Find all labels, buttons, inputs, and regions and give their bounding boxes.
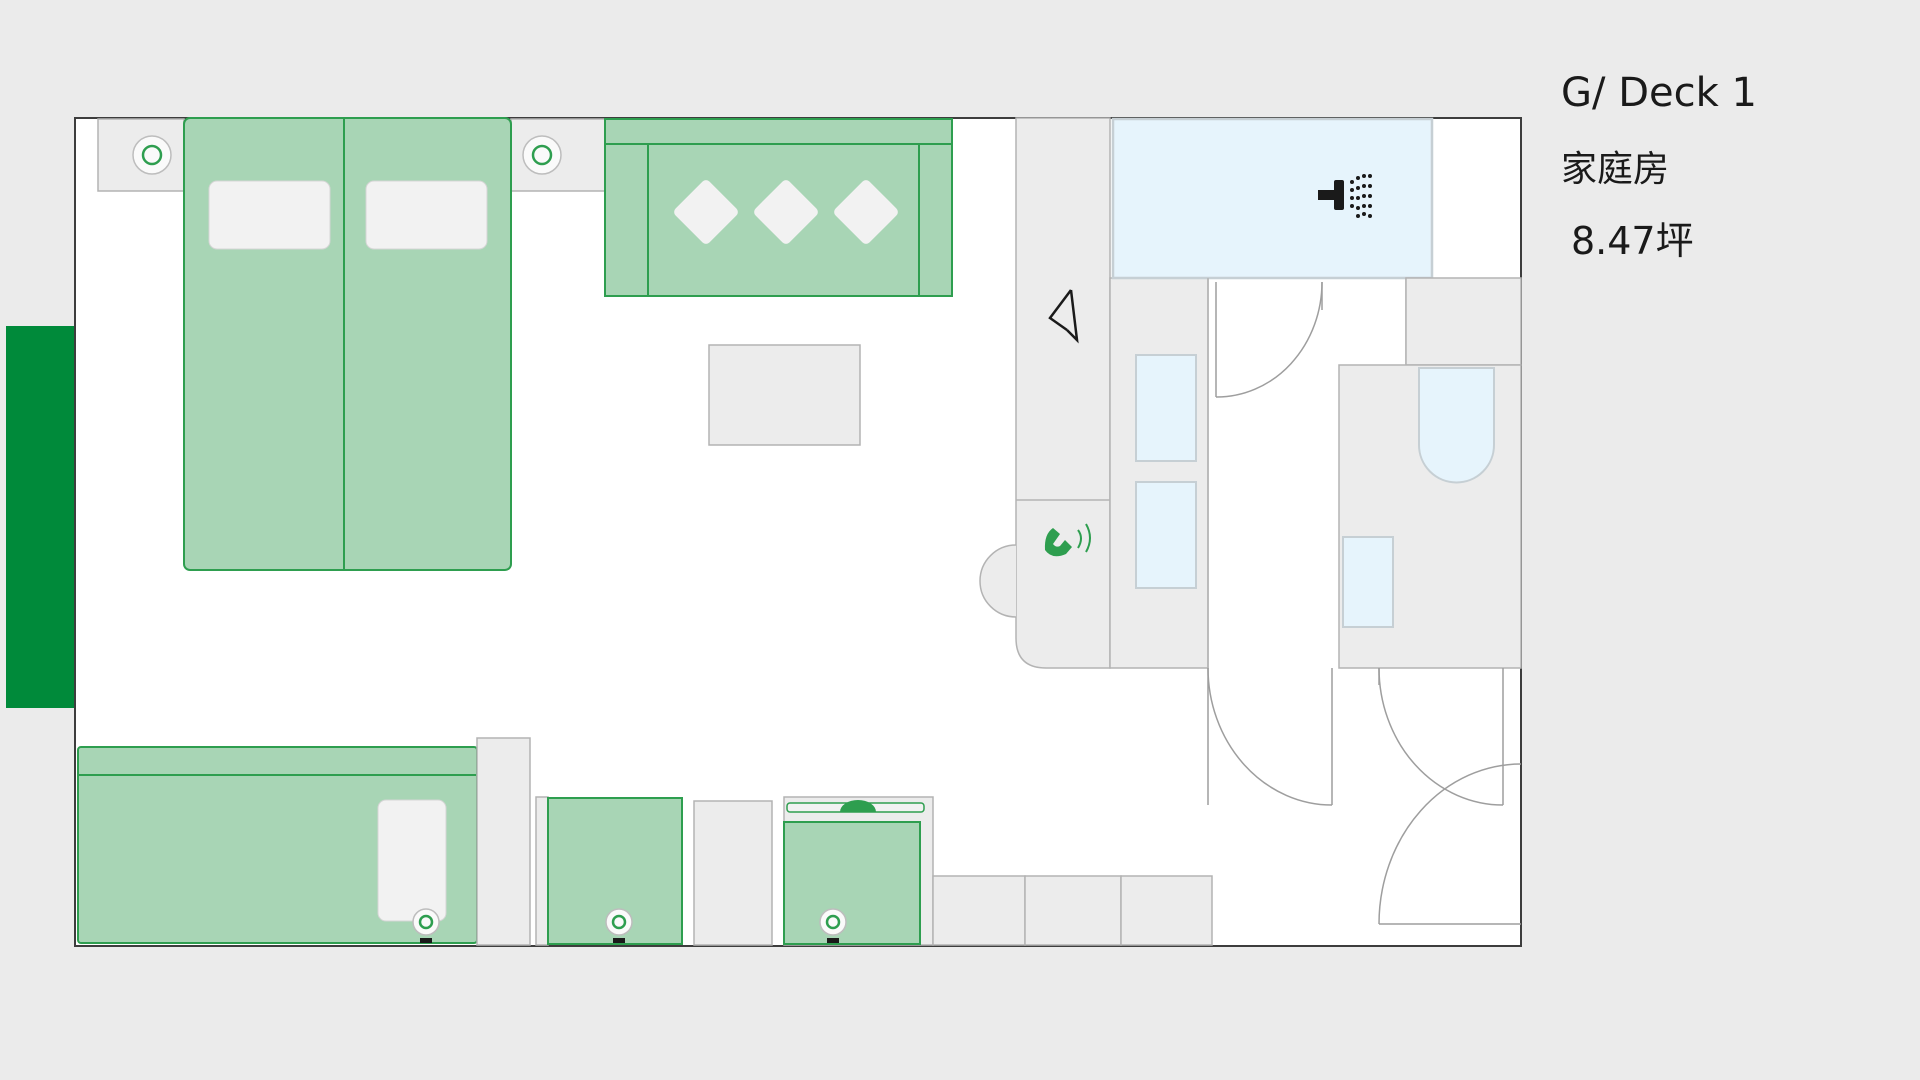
reading-light-icon xyxy=(605,908,633,943)
drawer-unit xyxy=(932,875,1213,946)
sofa-bed xyxy=(77,746,478,944)
divider-panel xyxy=(535,796,549,946)
pillow xyxy=(377,799,447,922)
reading-light-icon xyxy=(412,908,440,943)
cabinet xyxy=(693,800,773,946)
reading-light-icon xyxy=(132,135,172,175)
wash-basin xyxy=(1135,354,1197,462)
shower-icon xyxy=(1318,174,1372,218)
pillow xyxy=(365,180,488,250)
toilet-sink xyxy=(1342,536,1394,628)
cushion xyxy=(674,180,738,244)
room-type-label: 家庭房 xyxy=(1561,149,1670,190)
narrow-cabinet xyxy=(476,737,531,946)
desk-lamp xyxy=(786,800,925,813)
deck-label: G/ Deck 1 xyxy=(1561,70,1757,116)
wash-basin xyxy=(1135,481,1197,589)
hanger-icon xyxy=(1048,289,1079,344)
shower xyxy=(1111,117,1434,280)
shelf-unit xyxy=(1405,277,1522,366)
door-swings xyxy=(1207,281,1522,925)
cushion xyxy=(834,180,898,244)
phone-icon xyxy=(1044,523,1091,557)
toilet xyxy=(1418,367,1495,484)
room-area-label: 8.47坪 xyxy=(1571,219,1694,263)
cushion xyxy=(754,180,818,244)
pillow xyxy=(208,180,331,250)
wardrobe xyxy=(979,117,1111,669)
single-bed xyxy=(783,821,921,945)
vanity-counter xyxy=(1109,277,1209,669)
sofa xyxy=(604,118,953,297)
reading-light-icon xyxy=(522,135,562,175)
reading-light-icon xyxy=(819,908,847,943)
coffee-table xyxy=(708,344,861,446)
double-bed xyxy=(183,117,512,571)
balcony-window xyxy=(6,326,76,708)
